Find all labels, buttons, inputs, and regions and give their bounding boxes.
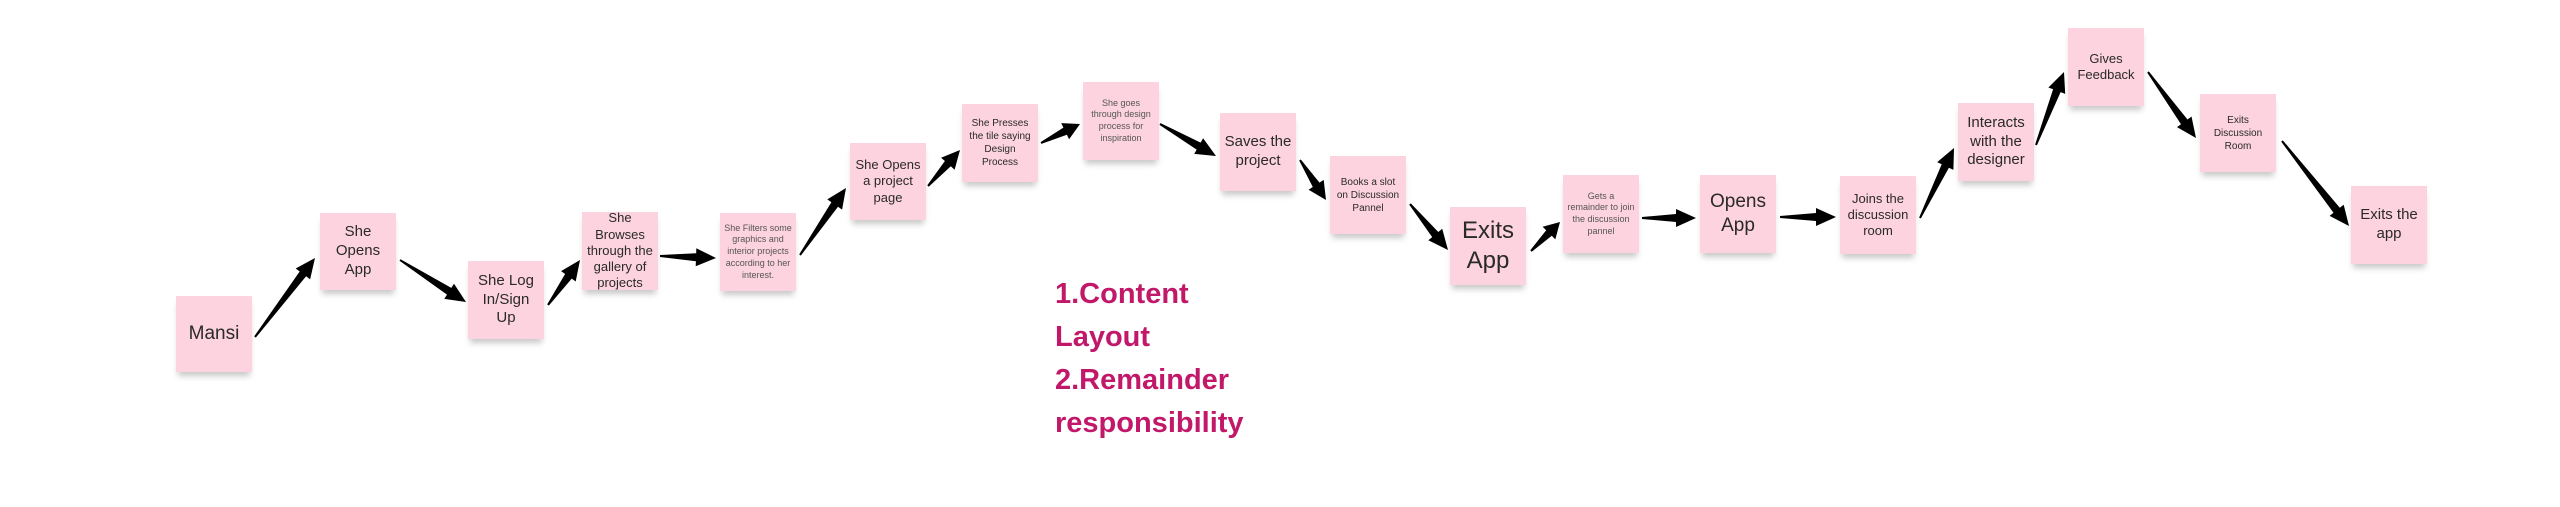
annotation-line: Layout	[1055, 321, 1151, 353]
sticky-note-presses-tile[interactable]: She Presses the tile saying Design Proce…	[962, 104, 1038, 182]
sticky-note-opens-app-again[interactable]: Opens App	[1700, 175, 1776, 253]
annotation-line: 1.Content	[1055, 278, 1189, 310]
annotation-line: responsibility	[1055, 407, 1244, 439]
flow-arrow	[1159, 123, 1216, 156]
annotation-line: 2.Remainder	[1055, 364, 1230, 396]
sticky-note-project-page[interactable]: She Opens a project page	[850, 143, 926, 220]
flow-arrow	[1780, 208, 1836, 226]
flow-arrow	[1409, 203, 1448, 250]
sticky-note-mansi[interactable]: Mansi	[176, 296, 252, 372]
sticky-note-design-process[interactable]: She goes through design process for insp…	[1083, 82, 1159, 160]
flow-arrow	[254, 258, 315, 338]
sticky-note-exits-app[interactable]: Exits App	[1450, 207, 1526, 285]
sticky-note-browses[interactable]: She Browses through the gallery of proje…	[582, 212, 658, 290]
flow-arrow	[1919, 148, 1954, 219]
sticky-note-feedback[interactable]: Gives Feedback	[2068, 28, 2144, 106]
flow-arrow	[1530, 222, 1560, 252]
sticky-note-filters[interactable]: She Filters some graphics and interior p…	[720, 213, 796, 291]
flow-arrow	[799, 188, 846, 256]
sticky-note-books-slot[interactable]: Books a slot on Discussion Pannel	[1330, 156, 1406, 234]
sticky-note-exits-the-app[interactable]: Exits the app	[2351, 186, 2427, 264]
flow-arrow	[1299, 159, 1326, 200]
sticky-note-joins-room[interactable]: Joins the discussion room	[1840, 176, 1916, 254]
annotation-text: 1.Content Layout 2.Remainder responsibil…	[1055, 273, 1244, 445]
sticky-note-login[interactable]: She Log In/Sign Up	[468, 261, 544, 339]
flow-arrow	[547, 260, 580, 306]
flow-arrow	[927, 150, 960, 187]
flow-arrow	[2147, 71, 2196, 138]
sticky-note-reminder[interactable]: Gets a remainder to join the discussion …	[1563, 175, 1639, 253]
flow-arrow	[2281, 140, 2349, 226]
flow-arrow	[660, 248, 716, 267]
flow-arrow	[1642, 209, 1696, 227]
flow-arrow	[1040, 123, 1080, 144]
sticky-note-exits-room[interactable]: Exits Discussion Room	[2200, 94, 2276, 172]
sticky-note-saves[interactable]: Saves the project	[1220, 113, 1296, 191]
sticky-note-interacts[interactable]: Interacts with the designer	[1958, 103, 2034, 181]
flow-arrow	[399, 259, 466, 302]
flow-arrow	[2035, 72, 2066, 146]
sticky-note-opens-app[interactable]: She Opens App	[320, 213, 396, 290]
